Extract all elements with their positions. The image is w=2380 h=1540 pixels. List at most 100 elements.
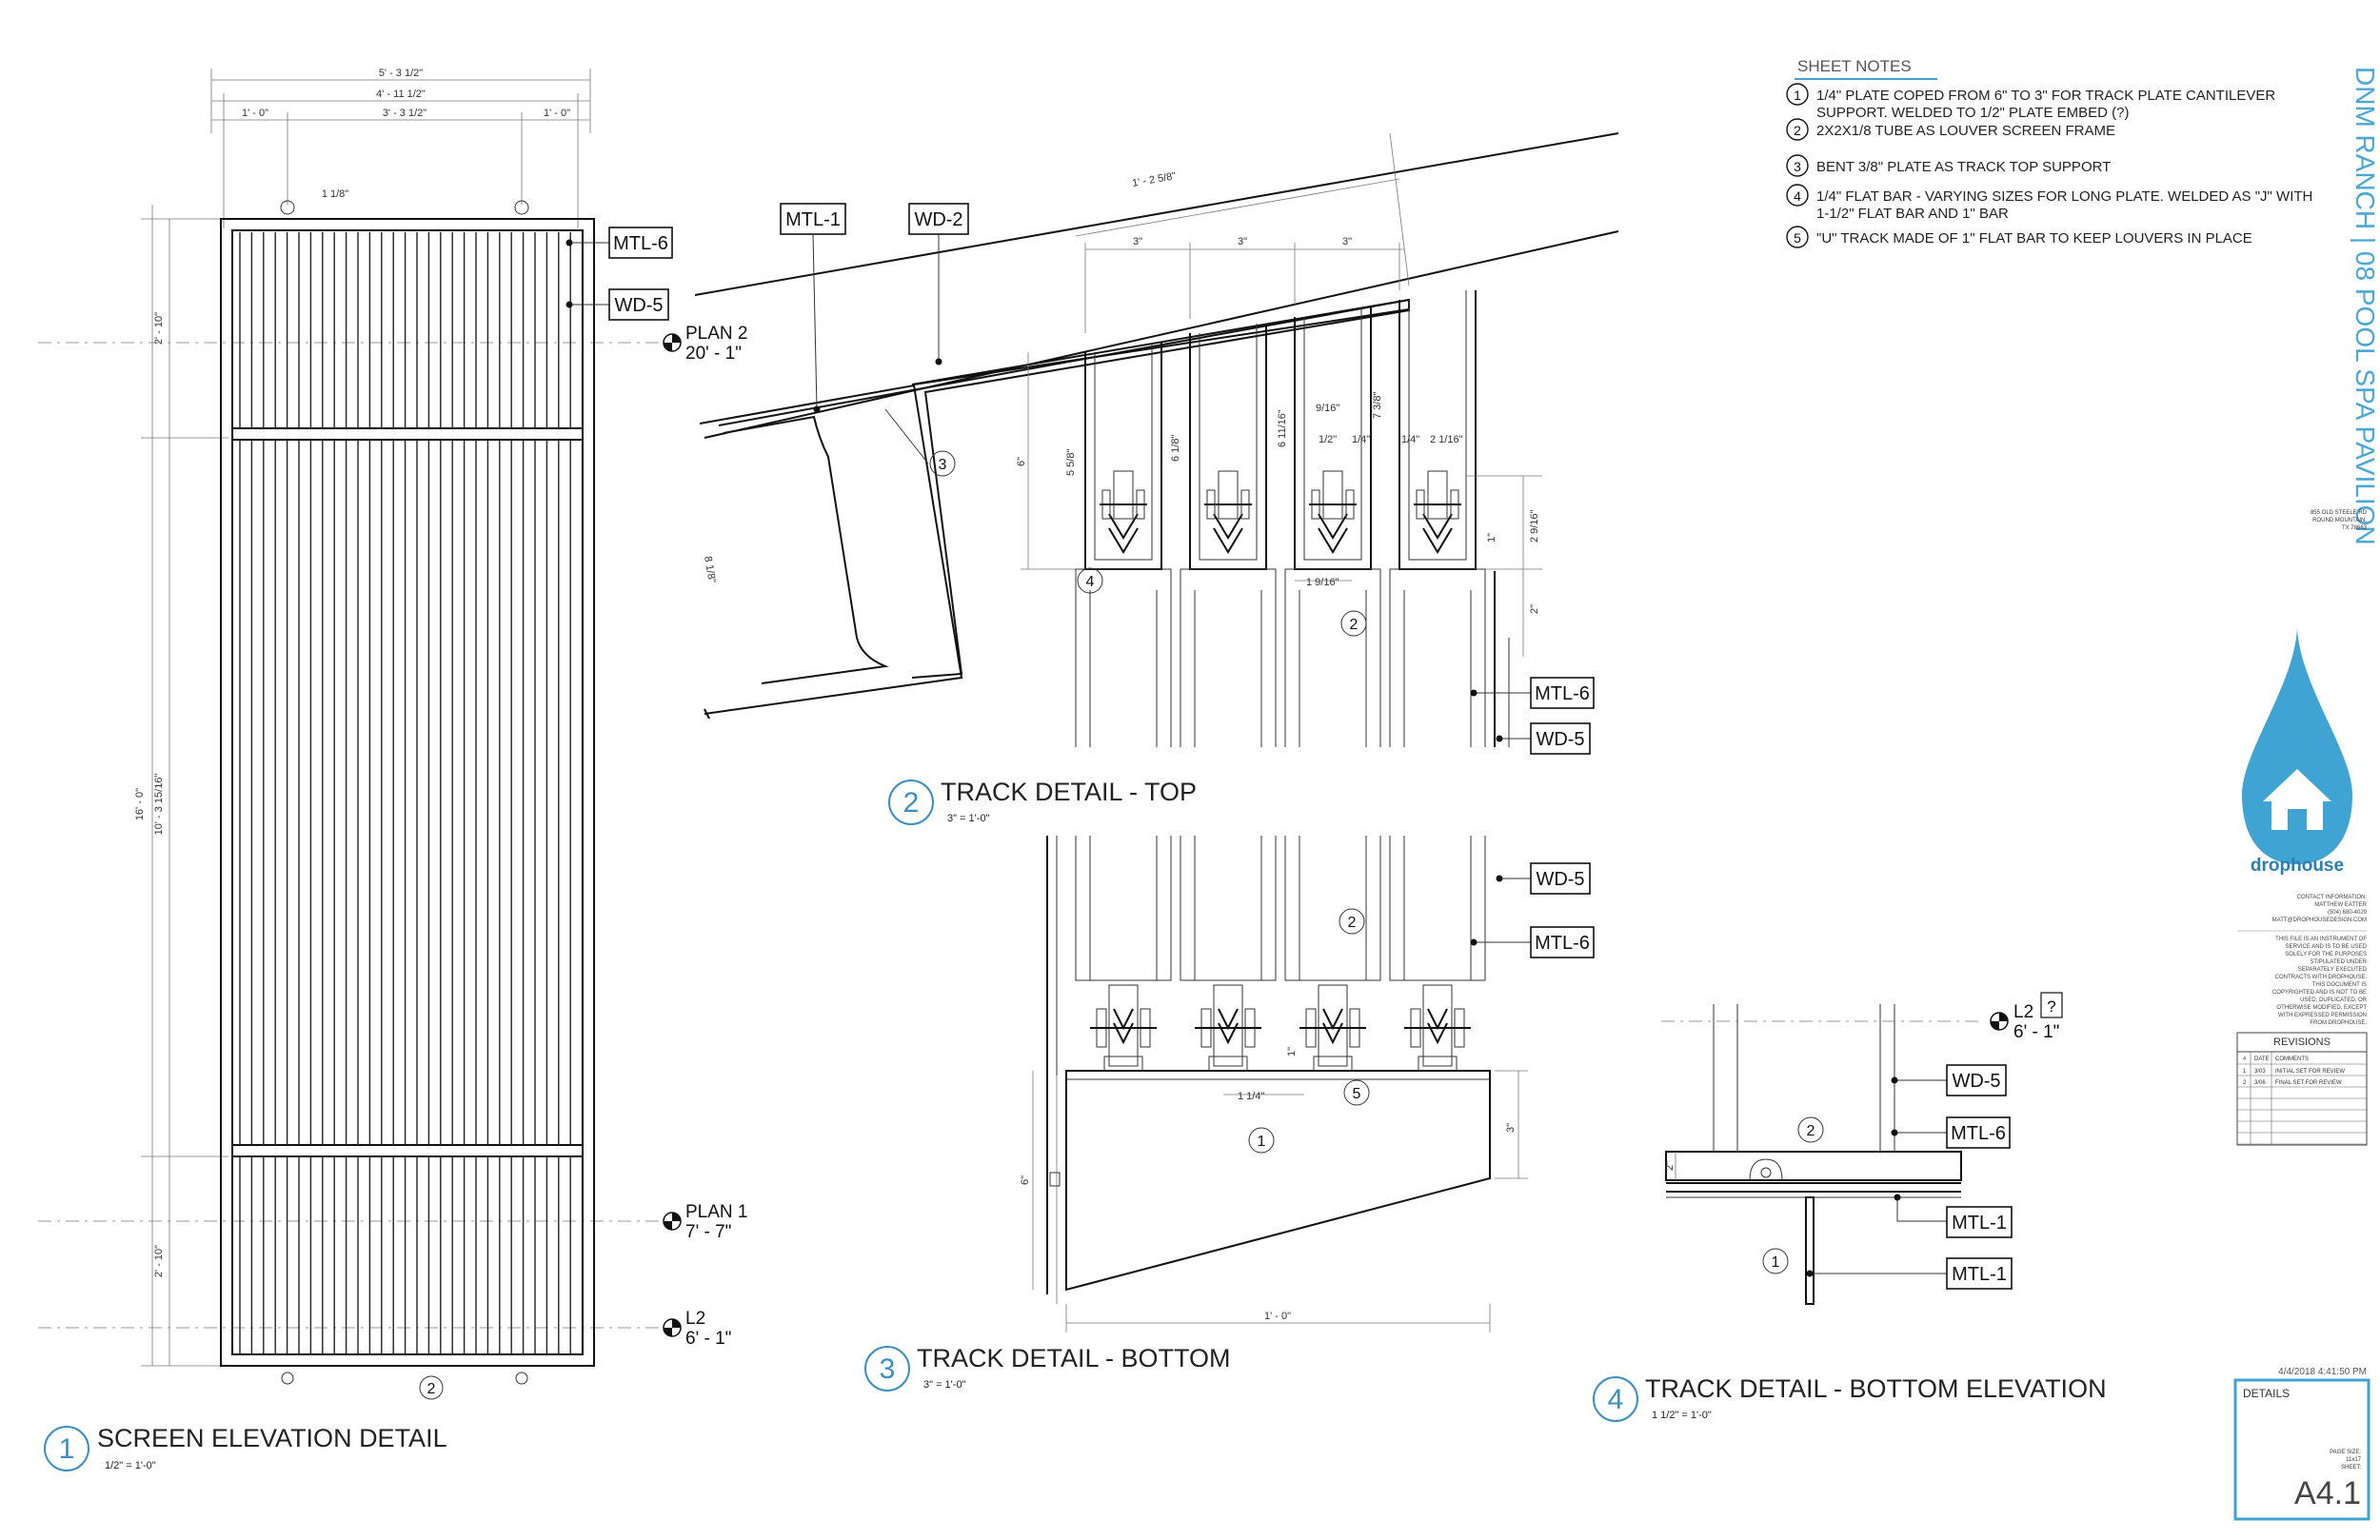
disclaimer-line: SERVICE AND IS TO BE USED bbox=[2286, 944, 2368, 950]
frame-tube bbox=[1075, 568, 1172, 747]
note-text: 1/4" PLATE COPED FROM 6" TO 3" FOR TRACK… bbox=[1816, 88, 2275, 104]
view-title-3: 3 TRACK DETAIL - BOTTOM 3" = 1'-0" bbox=[864, 1344, 1231, 1392]
tag-label: WD-5 bbox=[1536, 729, 1584, 750]
note-number: 2 bbox=[1794, 123, 1801, 138]
top-track-hangers bbox=[1084, 290, 1477, 570]
view-number-bubble bbox=[44, 1426, 89, 1471]
note-number: 4 bbox=[1794, 188, 1801, 204]
view-number: 4 bbox=[1608, 1384, 1624, 1415]
view-scale: 3" = 1'-0" bbox=[947, 813, 990, 824]
dim-elev-overall: 5' - 3 1/2" bbox=[379, 68, 423, 79]
sheet-note-item: 5"U" TRACK MADE OF 1" FLAT BAR TO KEEP L… bbox=[1786, 226, 2252, 248]
tag-label: MTL-1 bbox=[1952, 1213, 2007, 1234]
note-text-cont: 1-1/2" FLAT BAR AND 1" BAR bbox=[1816, 206, 2009, 222]
view-title: TRACK DETAIL - BOTTOM bbox=[917, 1344, 1231, 1372]
disclaimer-line: WITH EXPRESSED PERMISSION bbox=[2278, 1013, 2367, 1018]
tag-label: MTL-1 bbox=[1952, 1264, 2007, 1285]
tag-label: MTL-6 bbox=[1535, 933, 1590, 954]
frame-tube bbox=[1284, 836, 1381, 1072]
sheet-number: A4.1 bbox=[2294, 1475, 2361, 1511]
disclaimer-line: COPYRIGHTED AND IS NOT TO BE bbox=[2272, 990, 2367, 996]
dim-elev-mid-h: 10' - 3 15/16" bbox=[153, 774, 165, 836]
level-marker-l2: L2 6' - 1" bbox=[663, 1309, 731, 1349]
dim-t-overall: 1' - 2 5/8" bbox=[1131, 170, 1177, 189]
dim-b-114: 1 1/4" bbox=[1238, 1091, 1264, 1102]
tag-wd-5 bbox=[1946, 1064, 2007, 1096]
keynote-2 bbox=[1339, 908, 1365, 935]
sheet-note-item: 3 BENT 3/8" PLATE AS TRACK TOP SUPPORT bbox=[1786, 154, 2111, 177]
page-size-label: PAGE SIZE: bbox=[2330, 1450, 2361, 1455]
revisions-cell: 1 bbox=[2243, 1069, 2247, 1075]
drophouse-logo-icon bbox=[2242, 628, 2352, 864]
disclaimer-line: OTHERWISE MODIFIED, EXCEPT bbox=[2276, 1005, 2367, 1011]
contact-line: (504) 680-4029 bbox=[2328, 910, 2368, 916]
track-hanger bbox=[1189, 324, 1267, 570]
contact-line: CONTACT INFORMATION: bbox=[2297, 895, 2368, 900]
view-number: 3 bbox=[880, 1353, 896, 1385]
sheet-notes-list: 1 1/4" PLATE COPED FROM 6" TO 3" FOR TRAC… bbox=[1786, 83, 2312, 248]
tag-mtl-1 bbox=[1946, 1257, 2013, 1290]
keynote-4 bbox=[1077, 567, 1103, 594]
tag-label: WD-5 bbox=[614, 295, 663, 316]
note-number: 1 bbox=[1794, 88, 1801, 103]
dim-t-2916: 2 9/16" bbox=[1529, 509, 1540, 543]
tag-label: MTL-6 bbox=[1951, 1123, 2006, 1144]
sheet-category: DETAILS bbox=[2243, 1387, 2290, 1400]
keynote-2 bbox=[1340, 610, 1367, 637]
view-number-bubble bbox=[864, 1346, 910, 1392]
sheet-number-box bbox=[2233, 1378, 2370, 1521]
svg-text:4: 4 bbox=[1086, 574, 1095, 590]
tag-wd-2 bbox=[908, 203, 969, 235]
tag-label: MTL-6 bbox=[1535, 683, 1590, 704]
tag-label: MTL-1 bbox=[785, 209, 841, 230]
tag-wd-5 bbox=[1530, 722, 1591, 755]
view-number-bubble bbox=[888, 780, 934, 825]
level-marker-plan2: PLAN 2 20' - 1" bbox=[663, 324, 747, 364]
dim-b-3: 3" bbox=[1505, 1123, 1517, 1133]
dim-t-618: 6 1/8" bbox=[1170, 435, 1181, 462]
revisions-cell: 2 bbox=[2243, 1080, 2247, 1086]
dim-t-6116: 6 11/16" bbox=[1277, 409, 1288, 447]
view-title: TRACK DETAIL - BOTTOM ELEVATION bbox=[1645, 1374, 2107, 1403]
revisions-cell: 3/06 bbox=[2254, 1080, 2266, 1086]
frame-tube bbox=[1389, 568, 1486, 747]
dim-t-738: 7 3/8" bbox=[1372, 392, 1383, 419]
note-text: 1/4" FLAT BAR - VARYING SIZES FOR LONG P… bbox=[1816, 188, 2312, 205]
note-number: 3 bbox=[1794, 159, 1801, 174]
dim-t-1916: 1 9/16" bbox=[1306, 577, 1339, 588]
dim-t-3b: 3" bbox=[1238, 236, 1247, 247]
roller-icon bbox=[281, 1372, 294, 1385]
frame-tubes-bottom bbox=[1075, 836, 1486, 1072]
tag-wd-5 bbox=[608, 288, 669, 321]
dim-elev-mid: 3' - 3 1/2" bbox=[383, 108, 426, 119]
level-elevation: 7' - 7" bbox=[685, 1222, 731, 1242]
svg-text:2: 2 bbox=[427, 1381, 436, 1397]
frame-tube bbox=[1075, 836, 1172, 1072]
level-name: L2 bbox=[2013, 1002, 2033, 1022]
svg-text:5: 5 bbox=[1353, 1086, 1361, 1102]
frame-tube bbox=[1284, 568, 1381, 747]
track-detail-bottom-elevation-view: 2" 2 1 WD-5 MTL-6 MTL-1 MTL-1 L2 6' - 1"… bbox=[1593, 992, 2107, 1422]
dim-t-6: 6" bbox=[1016, 457, 1027, 466]
dim-t-2: 2" bbox=[1529, 604, 1540, 614]
view-number-bubble bbox=[1593, 1376, 1638, 1422]
disclaimer-line: SEPARATELY EXECUTED bbox=[2298, 967, 2368, 973]
view-title: TRACK DETAIL - TOP bbox=[941, 778, 1197, 806]
track-detail-top-view: 1' - 2 5/8" 8 1/8" 3" 3" 3" 6" 5 5/8" 6 … bbox=[694, 132, 1619, 825]
dim-t-1: 1" bbox=[1486, 533, 1497, 543]
tag-label: WD-2 bbox=[914, 209, 962, 230]
disclaimer-line: SOLELY FOR THE PURPOSES bbox=[2285, 952, 2367, 958]
dim-b-1: 1" bbox=[1286, 1047, 1298, 1056]
address-line: TX 78663 bbox=[2342, 525, 2368, 531]
view-title: SCREEN ELEVATION DETAIL bbox=[97, 1424, 447, 1452]
level-name: L2 bbox=[685, 1309, 705, 1329]
page-size: 11x17 bbox=[2346, 1457, 2362, 1463]
note-number-bubble bbox=[1786, 154, 1809, 177]
tag-mtl-6 bbox=[1530, 926, 1595, 958]
note-text: BENT 3/8" PLATE AS TRACK TOP SUPPORT bbox=[1816, 159, 2111, 175]
hanger-icon bbox=[514, 200, 529, 215]
note-number-bubble bbox=[1786, 184, 1809, 207]
note-number: 5 bbox=[1794, 230, 1801, 246]
